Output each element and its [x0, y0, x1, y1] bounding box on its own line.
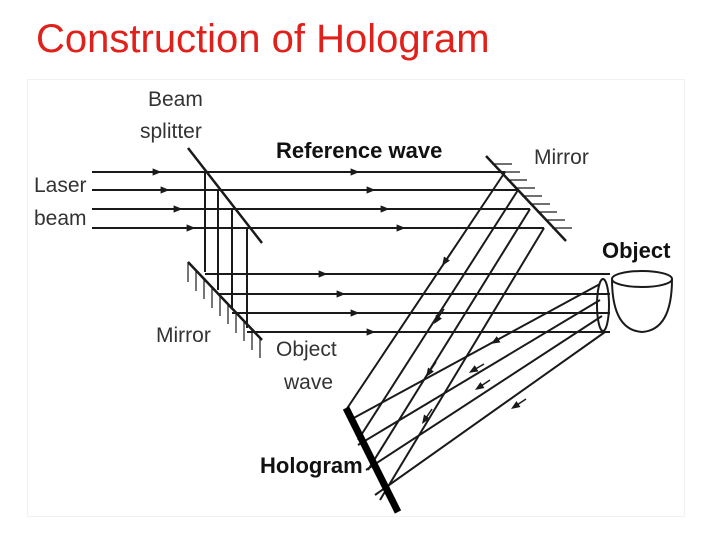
reference-wave-arrows	[422, 250, 453, 424]
object-wave-rays	[349, 283, 606, 496]
bottom-mirror	[187, 261, 263, 358]
object-wave-label: Object	[276, 338, 337, 361]
hologram-plate	[342, 406, 402, 514]
top-mirror	[485, 155, 572, 242]
object-wave-arrows	[468, 334, 527, 409]
reference-wave-label: Reference wave	[276, 138, 442, 163]
beam-splitter-label: Beam	[148, 88, 203, 111]
page-title: Construction of Hologram	[36, 17, 490, 61]
hologram-label: Hologram	[260, 453, 363, 478]
object-illumination-arrows	[308, 270, 376, 336]
object-label: Object	[602, 238, 671, 263]
beam-splitter-plate	[187, 147, 263, 244]
bottom-mirror-label: Mirror	[156, 324, 211, 347]
laser-beam-arrows	[142, 168, 406, 232]
top-mirror-label: Mirror	[534, 146, 589, 169]
object-bowl	[596, 270, 673, 334]
object-illumination-rays	[205, 273, 610, 333]
beam-splitter-label-line2: splitter	[140, 120, 202, 143]
reference-wave-rays	[345, 171, 545, 501]
laser-beam-label: Laser	[34, 174, 87, 197]
object-wave-label-line2: wave	[283, 371, 333, 394]
laser-beam-label-line2: beam	[34, 207, 87, 230]
laser-beam-rays	[92, 171, 544, 229]
